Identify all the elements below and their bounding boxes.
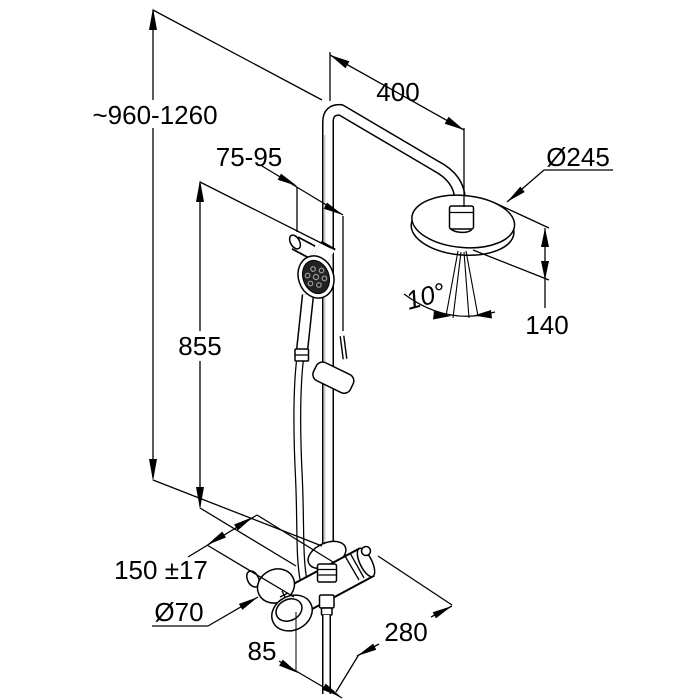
dim-head-diameter: Ø245 xyxy=(506,142,613,203)
mixer-button xyxy=(360,545,372,557)
dim-label-rosette-diameter: Ø70 xyxy=(154,597,203,627)
dim-label-height-range: ~960-1260 xyxy=(92,100,217,130)
wall-bracket xyxy=(288,234,336,266)
dim-height-range: ~960-1260 xyxy=(92,8,323,547)
dimension-annotations: ~960-1260 855 400 75-9 xyxy=(92,8,613,699)
dim-mixer-width: 280 xyxy=(335,555,453,693)
dim-label-head-height: 140 xyxy=(525,310,568,340)
mixer-end-cap xyxy=(356,547,376,578)
dim-lower-offset: 85 xyxy=(248,612,343,699)
holder-pin xyxy=(340,335,347,360)
riser-union-nut xyxy=(316,563,338,583)
dim-bracket-distance: 75-95 xyxy=(216,142,344,331)
hose-outlet xyxy=(318,594,335,609)
dim-label-bracket-distance: 75-95 xyxy=(216,142,283,172)
dim-label-arm-reach: 400 xyxy=(376,77,419,107)
dim-arm-reach: 400 xyxy=(329,52,465,207)
dim-label-spray-angle: 10° xyxy=(403,276,449,315)
dim-label-supply-spacing: 150 ±17 xyxy=(114,555,208,585)
riser-pipe-and-arm xyxy=(322,103,466,566)
hand-shower xyxy=(294,255,335,362)
hand-shower-face xyxy=(297,255,335,299)
shower-column xyxy=(246,103,516,694)
dim-head-height: 140 xyxy=(472,202,569,340)
dim-label-rail-length: 855 xyxy=(178,331,221,361)
hand-shower-holder xyxy=(312,335,355,395)
dim-rail-length: 855 xyxy=(178,180,332,567)
dim-supply-spacing: 150 ±17 xyxy=(114,514,334,598)
dim-label-lower-offset: 85 xyxy=(248,636,277,666)
dim-label-head-diameter: Ø245 xyxy=(546,142,610,172)
spray-cone xyxy=(445,250,479,319)
dim-label-mixer-width: 280 xyxy=(384,617,427,647)
dim-rosette-diameter: Ø70 xyxy=(152,596,259,627)
thermostat-mixer xyxy=(246,540,376,632)
head-nozzle-fitting xyxy=(448,205,475,230)
